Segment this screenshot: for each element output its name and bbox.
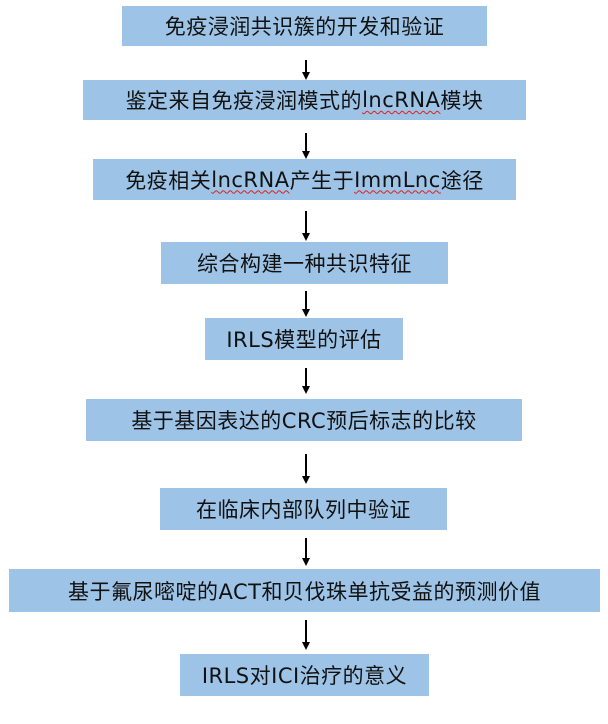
flow-arrow-5	[302, 368, 310, 394]
flow-step-3-immlnc: ImmLnc	[354, 167, 441, 192]
flow-step-4: 综合构建一种共识特征	[161, 242, 448, 284]
flow-step-9-text: IRLS对ICI治疗的意义	[201, 664, 408, 688]
flow-step-6-text: 基于基因表达的CRC预后标志的比较	[131, 409, 477, 433]
flow-arrow-2	[302, 133, 310, 159]
flow-arrow-3	[302, 211, 310, 241]
flow-arrow-7	[302, 538, 310, 566]
flow-step-1-text: 免疫浸润共识簇的开发和验证	[164, 15, 445, 39]
flow-arrow-4	[302, 291, 310, 317]
flow-arrow-8	[302, 620, 310, 650]
flow-arrow-6	[302, 454, 310, 484]
flow-step-5: IRLS模型的评估	[205, 318, 403, 360]
flow-step-7: 在临床内部队列中验证	[160, 488, 447, 530]
flow-step-8-text: 基于氟尿嘧啶的ACT和贝伐珠单抗受益的预测价值	[68, 579, 541, 604]
flow-step-2-pre: 鉴定来自免疫浸润模式的	[125, 89, 363, 113]
flow-arrow-1	[302, 60, 310, 80]
flow-step-2-lncrna: lncRNA	[362, 88, 441, 112]
flow-step-9: IRLS对ICI治疗的意义	[180, 654, 429, 696]
flow-step-6: 基于基因表达的CRC预后标志的比较	[86, 399, 522, 441]
flow-step-1: 免疫浸润共识簇的开发和验证	[122, 6, 487, 46]
flow-step-8: 基于氟尿嘧啶的ACT和贝伐珠单抗受益的预测价值	[9, 569, 600, 612]
flow-step-5-text: IRLS模型的评估	[226, 328, 382, 352]
flow-step-4-text: 综合构建一种共识特征	[197, 252, 412, 276]
flow-step-7-text: 在临床内部队列中验证	[196, 498, 411, 522]
flow-step-2-post: 模块	[440, 89, 484, 113]
flow-step-3-post: 途径	[440, 168, 484, 193]
flow-step-3-lncrna: lncRNA	[211, 167, 290, 192]
flow-step-3-mid: 产生于	[289, 168, 355, 193]
flow-step-3-pre: 免疫相关	[125, 168, 212, 193]
